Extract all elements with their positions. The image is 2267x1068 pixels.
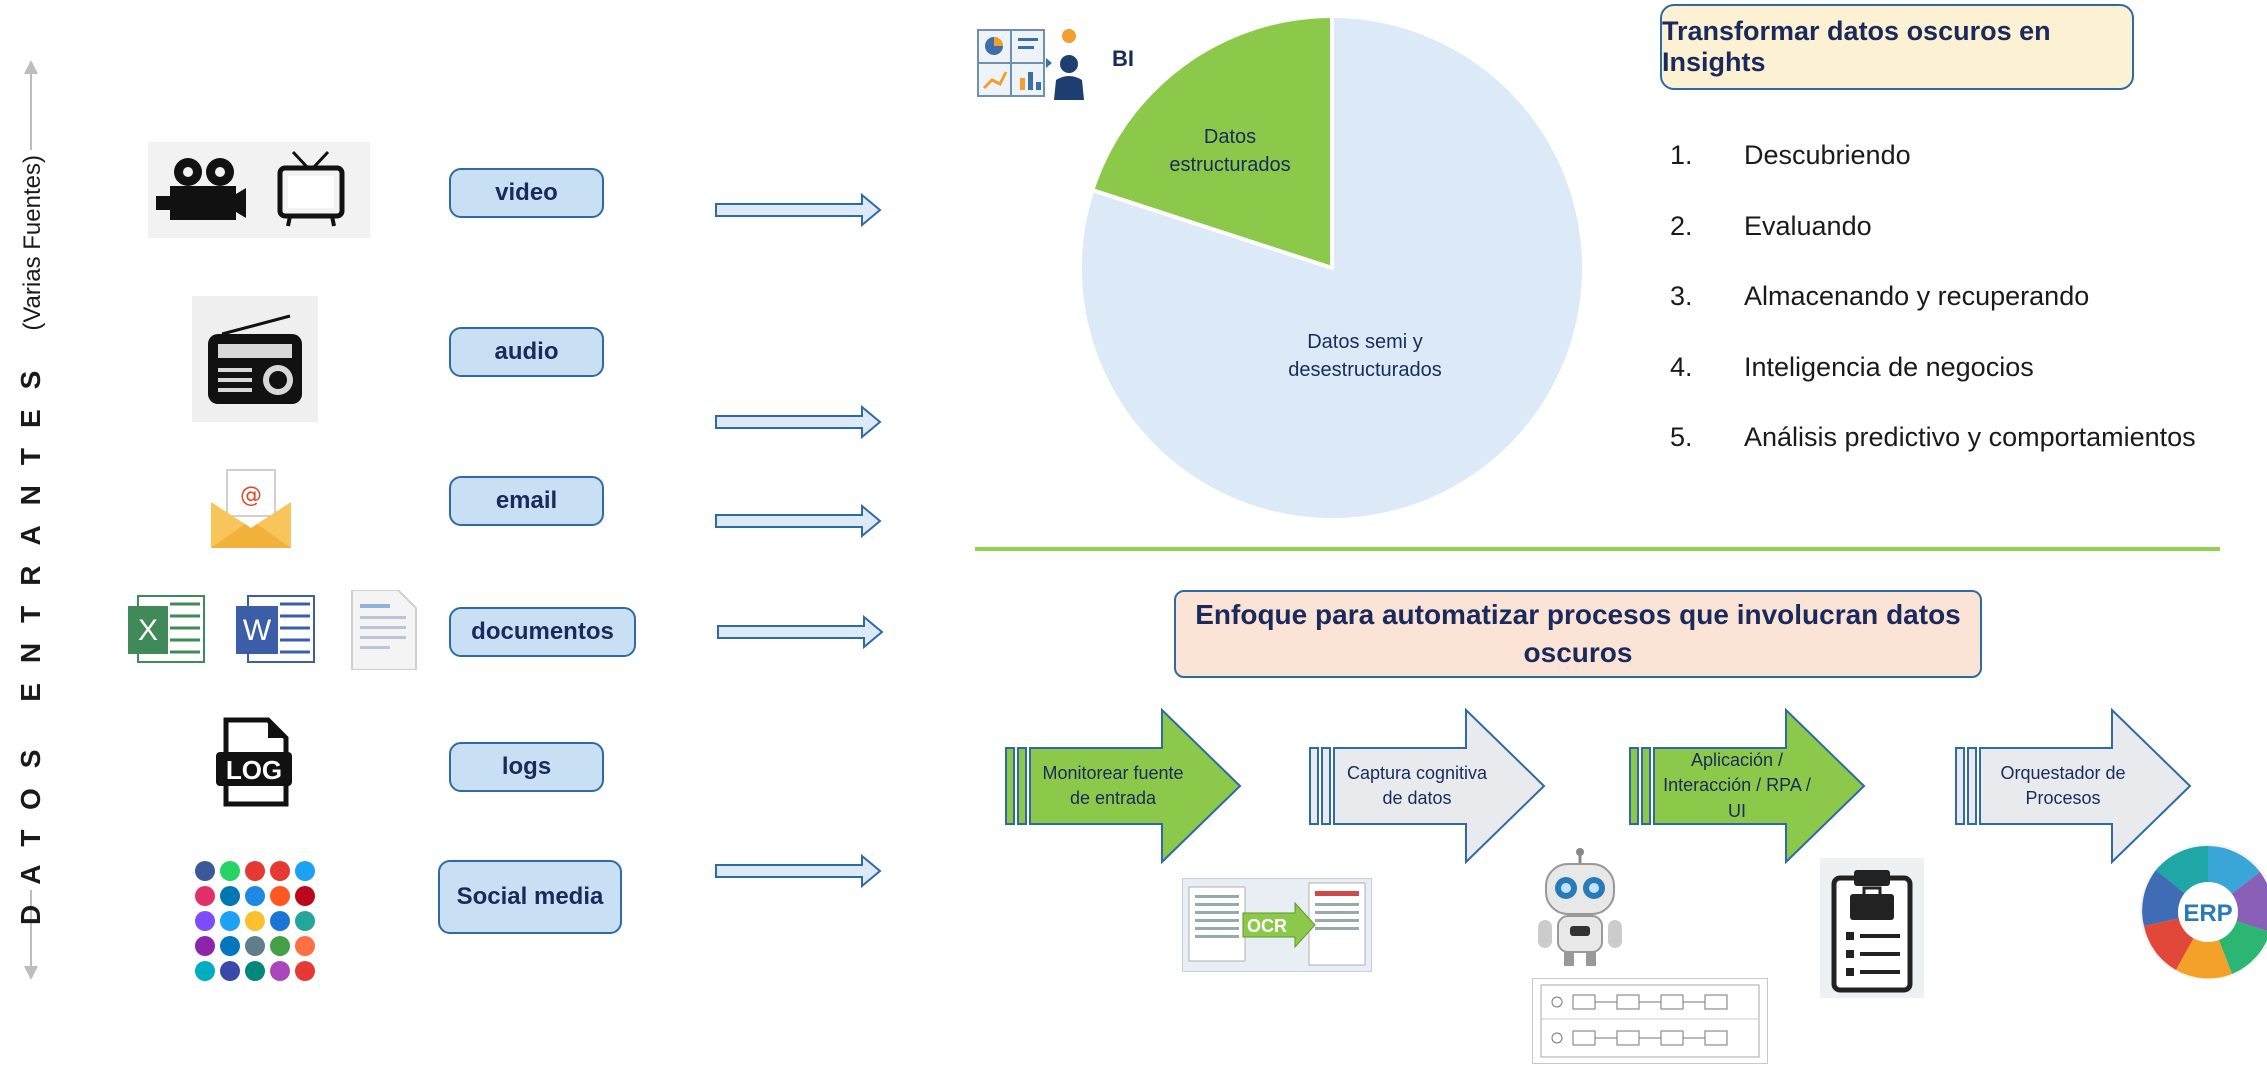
social-network-icon [220, 886, 240, 906]
source-label-social-media: Social media [438, 860, 622, 934]
process-approach-title: Enfoque para automatizar procesos que in… [1174, 590, 1982, 678]
arrow-right-icon [715, 192, 882, 228]
process-flow-diagram-image [1532, 978, 1768, 1064]
process-step-label: Aplicación / Interacción / RPA / UI [1663, 750, 1811, 821]
social-network-icon [220, 961, 240, 981]
incoming-data-vertical-label: DATOS ENTRANTES (Varias Fuentes) [0, 60, 62, 980]
bi-dashboard-icon [976, 24, 1088, 100]
process-step: Monitorear fuente de entrada [1004, 707, 1244, 865]
log-file-icon: LOG [212, 716, 296, 808]
insight-item-number: 4. [1670, 352, 1693, 382]
social-network-icon [220, 936, 240, 956]
insight-item-number: 2. [1670, 211, 1693, 241]
social-network-icon [295, 886, 315, 906]
social-network-icon [245, 861, 265, 881]
arrow-right-icon [717, 614, 884, 650]
vertical-text: DATOS ENTRANTES (Varias Fuentes) [15, 155, 47, 925]
ocr-document-image: OCR [1182, 878, 1372, 972]
document-icons-group: X W [124, 589, 424, 671]
source-label-email: email [449, 476, 604, 526]
insight-item-text: Descubriendo [1744, 140, 1911, 170]
pie-slice-unstructured [1078, 13, 1586, 522]
social-network-icon [220, 911, 240, 931]
insight-item-number: 5. [1670, 422, 1693, 452]
process-step: Orquestador de Procesos [1954, 707, 2194, 865]
svg-text:W: W [243, 614, 272, 647]
process-chevron-arrow-icon [1955, 707, 2192, 865]
insight-item-text: Evaluando [1744, 211, 1872, 241]
social-network-icon [245, 911, 265, 931]
process-step: Aplicación / Interacción / RPA / UI [1628, 707, 1868, 865]
pie-slice-structured [1089, 13, 1334, 271]
insight-item-text: Análisis predictivo y comportamientos [1744, 422, 2196, 452]
process-step-label: Orquestador de Procesos [2000, 762, 2126, 808]
social-network-icon [295, 936, 315, 956]
social-network-icon [270, 961, 290, 981]
process-step-label: Captura cognitiva de datos [1346, 762, 1488, 808]
social-media-icons [192, 858, 318, 984]
insight-item-text: Inteligencia de negocios [1744, 352, 2034, 382]
source-label-video: video [449, 168, 604, 218]
source-label-logs: logs [449, 742, 604, 792]
source-label-documentos: documentos [449, 607, 636, 657]
arrow-right-icon [715, 853, 882, 889]
clipboard-briefcase-icon [1820, 858, 1924, 998]
arrow-right-icon [715, 503, 882, 539]
social-network-icon [295, 961, 315, 981]
social-network-icon [220, 861, 240, 881]
ocr-label: OCR [1247, 916, 1287, 936]
robot-icon [1530, 848, 1630, 970]
vertical-sub-text: (Varias Fuentes) [19, 155, 46, 331]
insight-item-number: 3. [1670, 281, 1693, 311]
video-camera-icon [156, 158, 246, 220]
document-icon [351, 589, 417, 671]
social-network-icon [295, 911, 315, 931]
insight-item-number: 1. [1670, 140, 1693, 170]
social-network-icon [245, 961, 265, 981]
process-step: Captura cognitiva de datos [1308, 707, 1548, 865]
erp-label: ERP [2183, 900, 2232, 927]
social-network-icon [245, 936, 265, 956]
bi-label: BI [1112, 46, 1134, 71]
process-chevron-arrow-icon [1629, 707, 1866, 865]
social-network-icon [295, 861, 315, 881]
section-divider [975, 547, 2220, 551]
social-network-icon [195, 961, 215, 981]
insight-item-text: Almacenando y recuperando [1744, 281, 2090, 311]
svg-text:@: @ [240, 483, 262, 508]
source-label-audio: audio [449, 327, 604, 377]
svg-text:LOG: LOG [226, 755, 282, 785]
insights-title: Transformar datos oscuros en Insights [1660, 4, 2134, 90]
social-network-icon [195, 861, 215, 881]
social-network-icon [245, 886, 265, 906]
social-network-icon [270, 936, 290, 956]
social-network-icon [195, 936, 215, 956]
process-step-label: Monitorear fuente de entrada [1042, 762, 1184, 808]
social-network-icon [195, 886, 215, 906]
erp-wheel-icon: ERP [2136, 842, 2267, 982]
word-icon: W [236, 595, 315, 663]
radio-icon [192, 296, 318, 422]
arrow-right-icon [715, 404, 882, 440]
vertical-main-text: DATOS ENTRANTES [15, 350, 46, 925]
video-icons-group [148, 142, 370, 238]
social-network-icon [195, 911, 215, 931]
social-network-icon [270, 911, 290, 931]
svg-text:X: X [138, 614, 158, 647]
tv-icon [277, 150, 345, 227]
social-network-icon [270, 886, 290, 906]
process-chevron-arrow-icon [1005, 707, 1242, 865]
excel-icon: X [128, 595, 205, 663]
vertical-double-arrow-icon [24, 60, 38, 980]
envelope-icon: @ [205, 462, 297, 554]
social-network-icon [270, 861, 290, 881]
process-chevron-arrow-icon [1309, 707, 1546, 865]
